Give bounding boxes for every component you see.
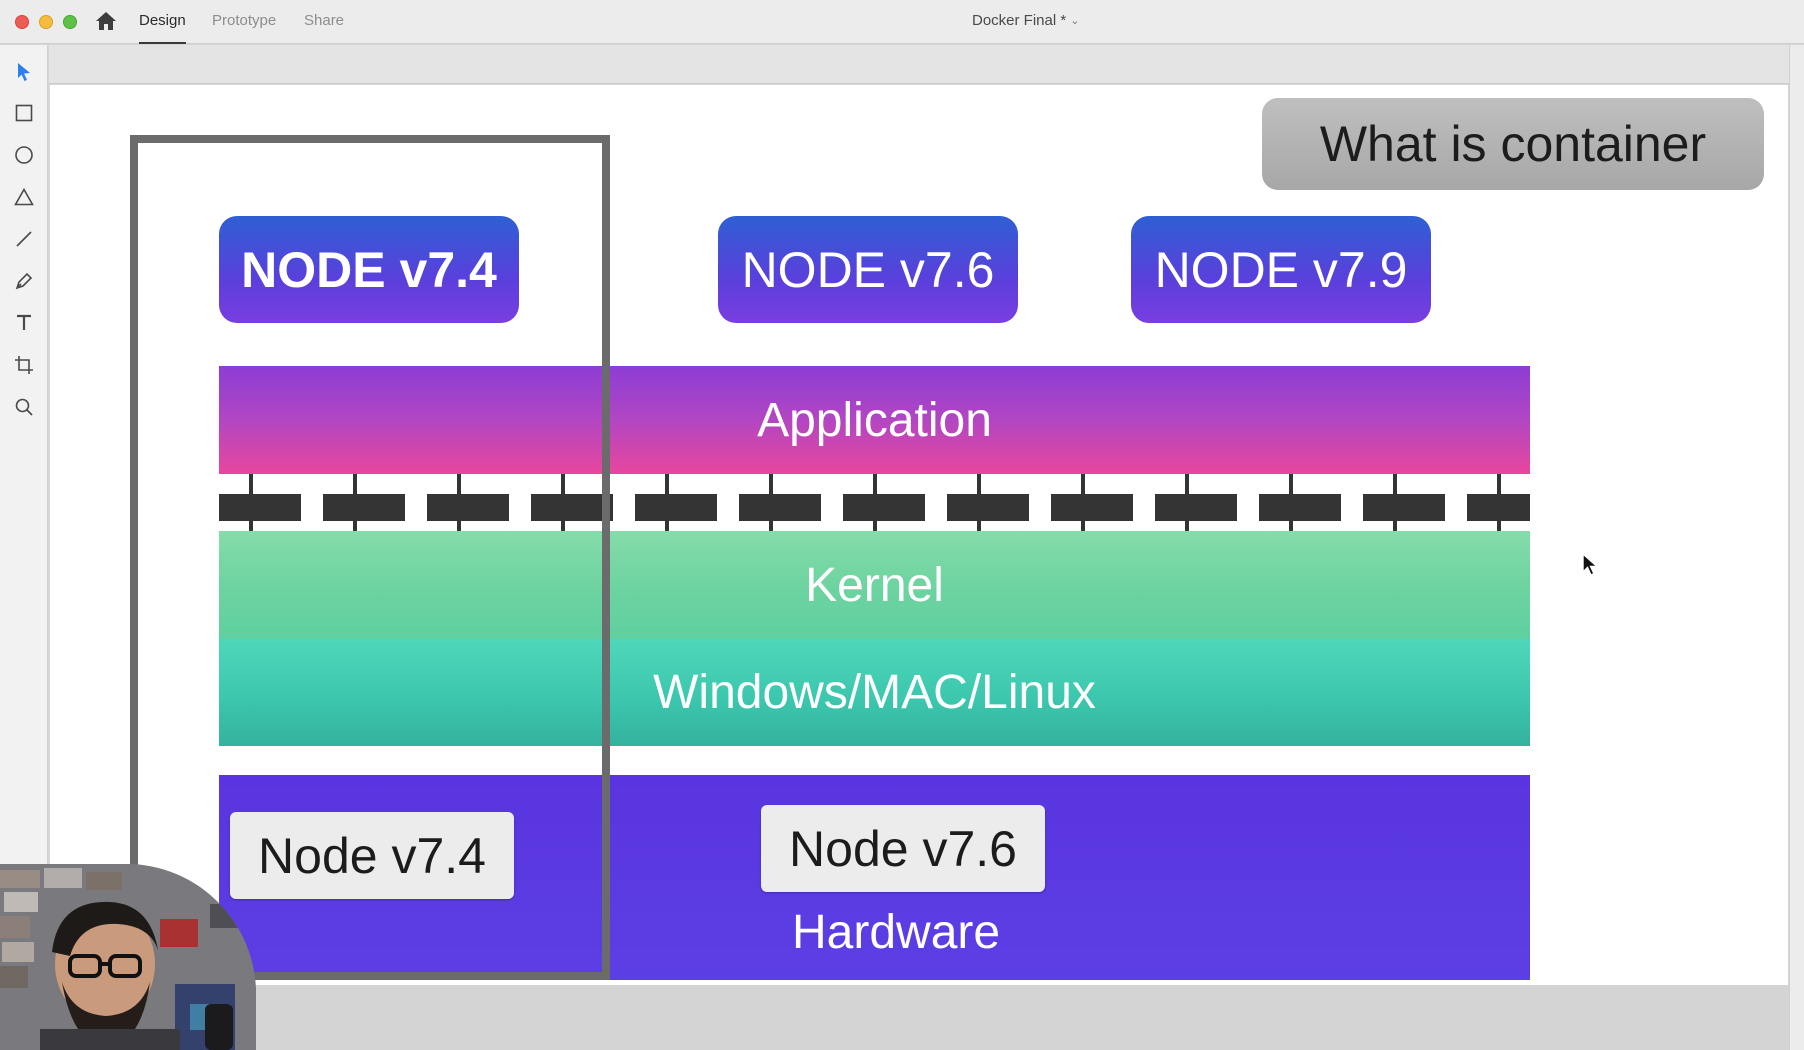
connector xyxy=(323,474,405,531)
zoom-window-button[interactable] xyxy=(63,15,77,29)
connector xyxy=(531,474,613,531)
connector xyxy=(1259,474,1341,531)
container-frame[interactable] xyxy=(130,135,610,980)
pen-icon[interactable] xyxy=(12,269,36,293)
close-window-button[interactable] xyxy=(15,15,29,29)
zoom-icon[interactable] xyxy=(12,395,36,419)
tab-design[interactable]: Design xyxy=(139,12,186,44)
node-pill-v76[interactable]: NODE v7.6 xyxy=(718,216,1018,323)
document-title-label: Docker Final * xyxy=(972,12,1067,29)
presenter-video xyxy=(0,864,256,1050)
line-icon[interactable] xyxy=(12,227,36,251)
kernel-label: Kernel xyxy=(805,558,944,612)
triangle-icon[interactable] xyxy=(12,185,36,209)
os-label: Windows/MAC/Linux xyxy=(653,666,1096,719)
connector xyxy=(739,474,821,531)
hardware-tag-v74[interactable]: Node v7.4 xyxy=(230,812,514,899)
right-panel-edge xyxy=(1789,45,1804,1050)
select-arrow-icon[interactable] xyxy=(12,60,36,84)
connector xyxy=(843,474,925,531)
os-layer[interactable]: Windows/MAC/Linux xyxy=(219,639,1530,746)
connector xyxy=(427,474,509,531)
ellipse-icon[interactable] xyxy=(12,143,36,167)
minimize-window-button[interactable] xyxy=(39,15,53,29)
artboard-icon[interactable] xyxy=(12,353,36,377)
tab-share[interactable]: Share xyxy=(304,12,345,29)
connector xyxy=(947,474,1029,531)
chevron-down-icon: ⌄ xyxy=(1070,15,1080,27)
tab-prototype[interactable]: Prototype xyxy=(212,12,277,29)
node-pill-v74[interactable]: NODE v7.4 xyxy=(219,216,519,323)
text-icon[interactable] xyxy=(12,311,36,335)
connector xyxy=(1155,474,1237,531)
canvas-pasteboard-top xyxy=(49,45,1789,84)
rectangle-icon[interactable] xyxy=(12,101,36,125)
document-title[interactable]: Docker Final *⌄ xyxy=(972,12,1079,29)
kernel-layer[interactable]: Kernel xyxy=(219,531,1530,639)
connector xyxy=(1467,474,1530,531)
connector xyxy=(1051,474,1133,531)
application-layer[interactable]: Application xyxy=(219,366,1530,474)
mouse-cursor-icon xyxy=(1582,552,1600,577)
hardware-tag-v76[interactable]: Node v7.6 xyxy=(761,805,1045,892)
artboard[interactable]: What is container NODE v7.4 NODE v7.6 NO… xyxy=(50,85,1788,985)
canvas-pasteboard-bottom xyxy=(49,985,1789,1050)
heading-box[interactable]: What is container xyxy=(1262,98,1764,190)
application-label: Application xyxy=(757,393,992,447)
node-pill-v79[interactable]: NODE v7.9 xyxy=(1131,216,1431,323)
connector xyxy=(635,474,717,531)
home-icon[interactable] xyxy=(95,11,117,31)
title-bar: Design Prototype Share Docker Final *⌄ xyxy=(0,0,1804,44)
connector xyxy=(1363,474,1445,531)
system-call-connectors xyxy=(219,474,1530,531)
connector xyxy=(219,474,301,531)
webcam-overlay xyxy=(0,864,256,1050)
hardware-label: Hardware xyxy=(792,906,1001,959)
